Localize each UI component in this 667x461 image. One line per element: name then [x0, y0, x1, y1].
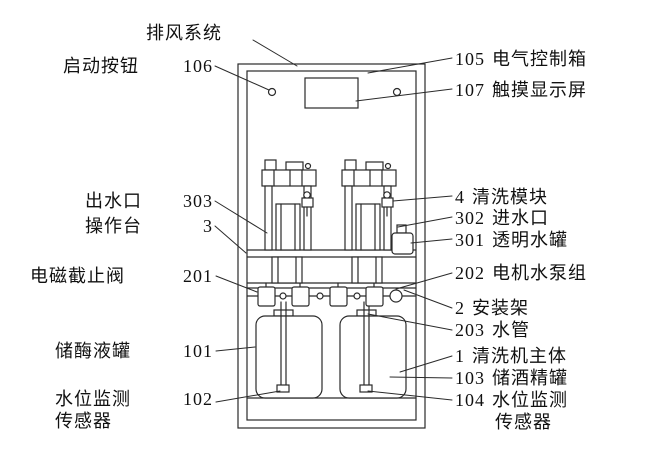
solenoid-valve [257, 286, 276, 307]
solenoid-valve [291, 286, 310, 307]
label-number: 203 [455, 320, 485, 340]
label-number: 2 [455, 298, 465, 318]
label-text: 触摸显示屏 [492, 80, 587, 100]
water-pipes [276, 301, 373, 393]
label-text: 传感器 [55, 411, 112, 431]
label-cleaning-module: 4 清洗模块 [455, 186, 548, 208]
start-button [267, 87, 277, 97]
label-alcohol-tank: 103 储酒精罐 [455, 367, 568, 389]
label-text: 水管 [492, 320, 530, 340]
label-water-pipe: 203 水管 [455, 319, 530, 341]
enzyme-tank [255, 309, 323, 399]
label-transparent-water-tank: 301 透明水罐 [455, 229, 568, 251]
label-number: 302 [455, 208, 485, 228]
label-number: 1 [455, 346, 465, 366]
cleaning-module-left [261, 159, 317, 284]
label-number: 301 [455, 230, 485, 250]
label-text: 电机水泵组 [492, 263, 587, 283]
label-water-inlet: 302 进水口 [455, 207, 549, 229]
label-touch-screen: 107 触摸显示屏 [455, 79, 587, 101]
label-text: 传感器 [495, 412, 552, 432]
label-text: 操作台 [85, 216, 142, 236]
water-level-sensor-right [359, 384, 373, 393]
pump-valve-row [246, 282, 417, 307]
label-text: 安装架 [472, 298, 529, 318]
label-text: 水位监测 [55, 389, 131, 409]
label-number: 103 [455, 368, 485, 388]
cleaning-module-right [341, 159, 397, 284]
label-operating-table: 操作台 3 [85, 215, 213, 237]
label-water-outlet: 出水口 303 [85, 190, 213, 212]
label-mounting-frame: 2 安装架 [455, 297, 529, 319]
label-exhaust-system: 排风系统 [146, 22, 222, 44]
label-text: 透明水罐 [492, 230, 568, 250]
label-number: 303 [183, 191, 213, 211]
label-electric-control-box: 105 电气控制箱 [455, 48, 587, 70]
alcohol-tank [339, 309, 407, 399]
label-number: 104 [455, 390, 485, 410]
label-text: 储酶液罐 [55, 341, 131, 361]
label-text: 出水口 [85, 191, 142, 211]
label-number: 105 [455, 49, 485, 69]
label-text: 储酒精罐 [492, 368, 568, 388]
label-water-level-sensor-right: 104 水位监测 传感器 [455, 389, 568, 433]
label-enzyme-tank: 储酶液罐 101 [55, 340, 213, 362]
indicator-button [392, 87, 402, 97]
label-water-level-sensor-left: 水位监测 102 传感器 [55, 388, 213, 432]
label-number: 202 [455, 263, 485, 283]
label-text: 电磁截止阀 [30, 266, 125, 286]
label-number: 101 [183, 341, 213, 361]
water-outlet [301, 197, 314, 208]
label-number: 4 [455, 187, 465, 207]
label-number: 102 [183, 389, 213, 409]
label-text: 清洗机主体 [472, 346, 567, 366]
label-text: 进水口 [492, 208, 549, 228]
label-text: 清洗模块 [472, 187, 548, 207]
solenoid-valve [329, 286, 348, 307]
label-number: 3 [203, 216, 213, 236]
label-number: 201 [183, 266, 213, 286]
water-level-sensor-left [276, 384, 290, 393]
label-number: 107 [455, 80, 485, 100]
touch-screen [304, 77, 359, 109]
label-start-button: 启动按钮 106 [63, 55, 213, 77]
solenoid-valve [365, 286, 384, 307]
label-text: 电气控制箱 [492, 49, 587, 69]
label-text: 排风系统 [146, 23, 222, 43]
label-text: 水位监测 [492, 390, 568, 410]
label-machine-body: 1 清洗机主体 [455, 345, 567, 367]
label-number: 106 [183, 56, 213, 76]
label-solenoid-stop-valve: 电磁截止阀 201 [30, 265, 213, 287]
motor-pump [389, 289, 403, 303]
label-motor-pump-group: 202 电机水泵组 [455, 262, 587, 284]
leader-lines [214, 39, 453, 403]
transparent-water-tank [391, 224, 414, 255]
label-text: 启动按钮 [63, 56, 139, 76]
